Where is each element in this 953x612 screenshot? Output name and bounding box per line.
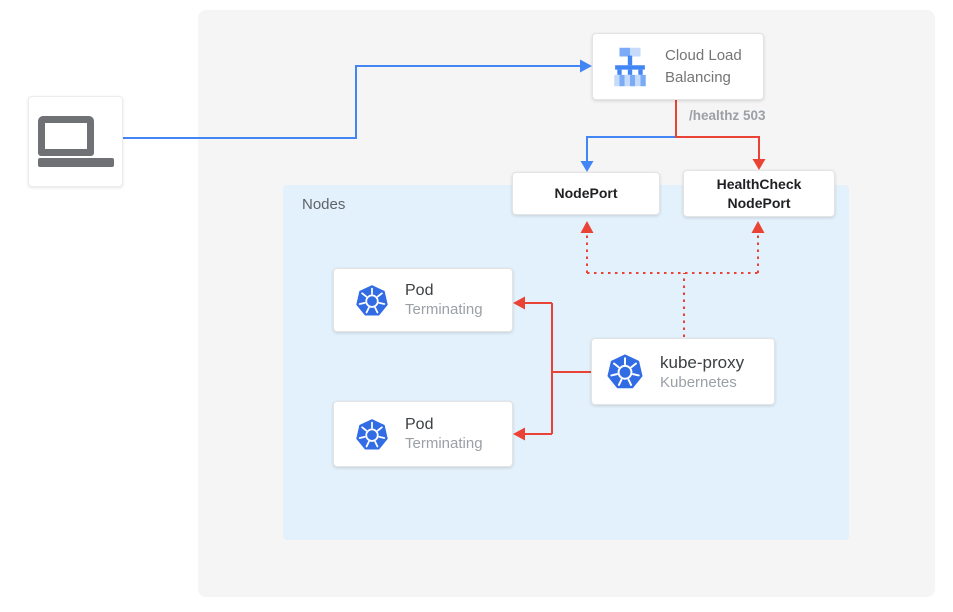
pod-title: Pod <box>405 416 434 433</box>
cloud-load-balancing-node: Cloud Load Balancing <box>592 33 764 100</box>
kubernetes-icon <box>607 354 643 389</box>
healthcheck-nodeport-node: HealthCheck NodePort <box>683 170 835 217</box>
pod-status: Terminating <box>405 435 483 452</box>
client-node <box>28 96 123 187</box>
nodes-label: Nodes <box>302 196 346 213</box>
pod-node-2: Pod Terminating <box>333 401 513 467</box>
pod-status: Terminating <box>405 301 483 318</box>
cloud-load-balancing-icon <box>614 47 646 86</box>
nodeport-node: NodePort <box>512 172 660 215</box>
kube-proxy-node: kube-proxy Kubernetes <box>591 338 775 405</box>
pod-node-1: Pod Terminating <box>333 268 513 332</box>
laptop-icon <box>37 116 114 167</box>
pod-title: Pod <box>405 282 434 299</box>
kube-proxy-title: kube-proxy <box>660 352 745 372</box>
kubernetes-icon <box>356 284 388 316</box>
healthz-status-label: /healthz 503 <box>689 108 766 123</box>
kubernetes-icon <box>356 418 388 450</box>
kube-proxy-subtitle: Kubernetes <box>660 373 737 391</box>
cloud-load-balancing-label: Cloud Load Balancing <box>665 46 742 86</box>
